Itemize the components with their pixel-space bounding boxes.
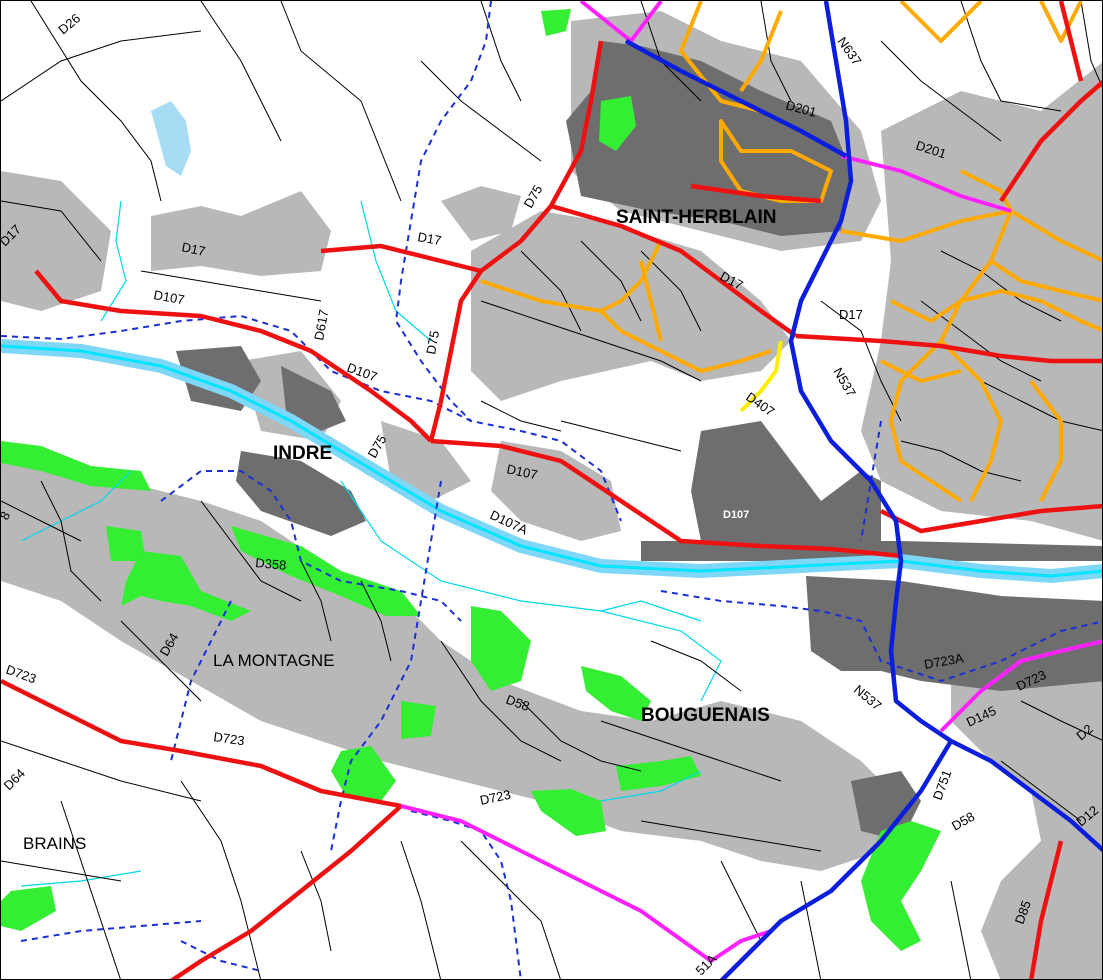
place-la-montagne: LA MONTAGNE xyxy=(213,651,335,670)
place-indre: INDRE xyxy=(273,443,332,464)
river-loire-core xyxy=(1,344,1102,578)
road-label-d107-c: D107 xyxy=(505,461,539,482)
tertiary-road-d407 xyxy=(739,340,783,413)
road-label-d107-a: D107 xyxy=(152,287,185,307)
streams xyxy=(20,200,722,887)
road-label-d723-c: D723 xyxy=(479,787,513,808)
trunk-roads xyxy=(400,1,1102,964)
place-bouguenais: BOUGUENAIS xyxy=(641,705,770,726)
place-saint-herblain: SAINT-HERBLAIN xyxy=(616,207,776,228)
lake xyxy=(151,101,191,176)
road-label-d358: D358 xyxy=(255,555,287,573)
secondary-roads xyxy=(480,1,1102,503)
parks xyxy=(1,9,941,951)
place-brains: BRAINS xyxy=(23,834,86,853)
road-label-d723-b: D723 xyxy=(213,729,246,748)
road-label-d723a: D723A xyxy=(923,650,965,672)
road-label-d17-a: D17 xyxy=(180,239,206,259)
road-label-d17-d: D17 xyxy=(839,307,863,322)
motorways xyxy=(624,1,1102,979)
road-label-d107-d: D107 xyxy=(723,509,749,521)
road-label-d17-b: D17 xyxy=(416,229,442,248)
road-label-d75-b: D75 xyxy=(423,329,442,355)
road-label-d617: D617 xyxy=(311,308,331,341)
place-labels: SAINT-HERBLAIN INDRE LA MONTAGNE BOUGUEN… xyxy=(23,207,776,853)
